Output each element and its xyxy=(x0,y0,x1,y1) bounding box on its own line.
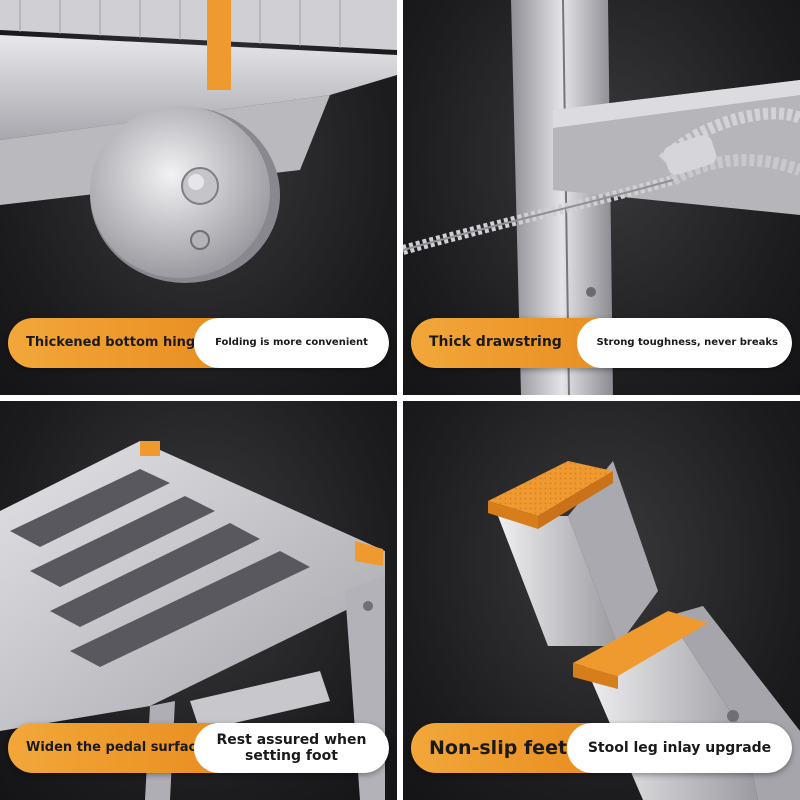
panel-feet: Non-slip feet Stool leg inlay upgrade xyxy=(403,401,800,800)
panel-drawstring: Thick drawstring Strong toughness, never… xyxy=(403,0,800,395)
orange-cap xyxy=(207,0,231,90)
panel-pedal: Widen the pedal surface Rest assured whe… xyxy=(0,401,397,800)
caption-drawstring: Thick drawstring Strong toughness, never… xyxy=(411,318,792,368)
desc-label: Stool leg inlay upgrade xyxy=(567,723,792,773)
inlay-ring xyxy=(573,611,708,676)
pedal-illustration xyxy=(0,441,385,800)
drawstring-illustration xyxy=(403,0,800,395)
caption-hinge: Thickened bottom hinge Folding is more c… xyxy=(8,318,389,368)
caption-feet: Non-slip feet Stool leg inlay upgrade xyxy=(411,723,792,773)
tag-label: Widen the pedal surface xyxy=(8,723,216,773)
tag-label: Non-slip feet xyxy=(411,723,589,773)
desc-label: Strong toughness, never breaks xyxy=(577,318,792,368)
clamp-icon xyxy=(663,135,717,175)
hinge-illustration xyxy=(0,0,397,283)
tag-label: Thickened bottom hinge xyxy=(8,318,216,368)
tag-label: Thick drawstring xyxy=(411,318,599,368)
corner-cap xyxy=(140,441,160,456)
caption-pedal: Widen the pedal surface Rest assured whe… xyxy=(8,723,389,773)
panel-hinge: Thickened bottom hinge Folding is more c… xyxy=(0,0,397,395)
rivet-icon xyxy=(190,230,210,250)
desc-label: Folding is more convenient xyxy=(194,318,389,368)
desc-label: Rest assured when setting foot xyxy=(194,723,389,773)
